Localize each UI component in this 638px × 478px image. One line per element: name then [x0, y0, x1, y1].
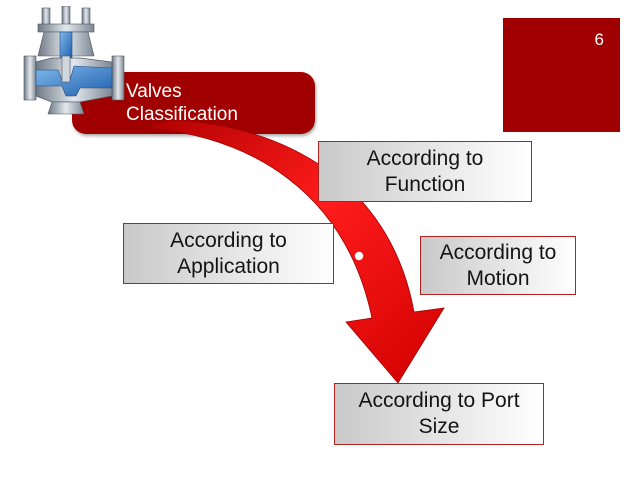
category-motion-box: According to Motion [420, 236, 576, 295]
page-number: 6 [594, 30, 604, 49]
valve-icon [23, 6, 125, 115]
category-port-size-box: According to Port Size [334, 383, 544, 445]
category-application-box: According to Application [123, 223, 334, 284]
page-number-box: 6 [503, 18, 620, 132]
arrow-shape [149, 119, 445, 384]
arrow-dot [283, 180, 293, 190]
category-function-box: According to Function [318, 141, 532, 202]
slide-title: Valves Classification [126, 81, 238, 125]
arrow-dot [354, 251, 364, 261]
